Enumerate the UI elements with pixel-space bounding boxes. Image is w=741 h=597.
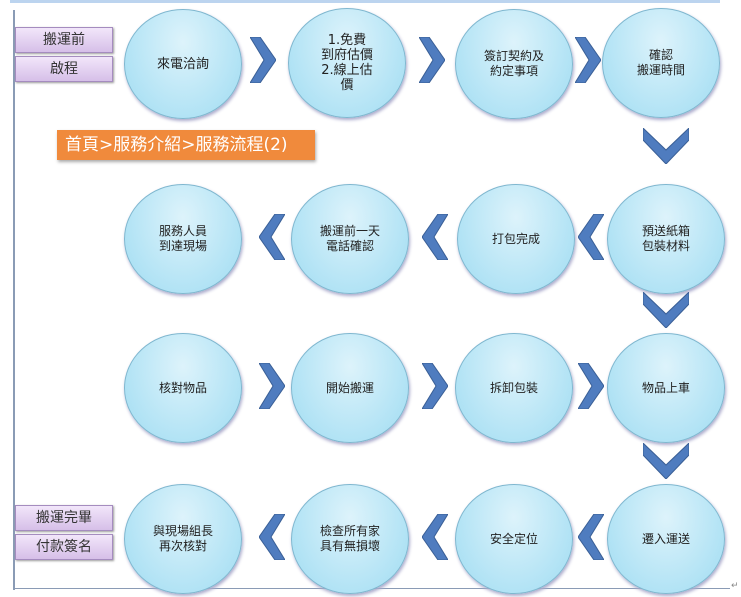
return-mark: ↵ bbox=[731, 581, 739, 591]
step-circle: 簽訂契約及 約定事項 bbox=[455, 9, 573, 119]
step-circle: 物品上車 bbox=[607, 333, 725, 443]
step-circle: 開始搬運 bbox=[291, 333, 409, 443]
step-circle: 預送紙箱 包裝材料 bbox=[607, 184, 725, 294]
chevron-right-icon bbox=[419, 37, 445, 83]
left-border bbox=[13, 10, 15, 590]
stage-label-payment: 付款簽名 bbox=[15, 534, 113, 560]
step-circle: 服務人員 到達現場 bbox=[124, 184, 242, 294]
chevron-right-icon bbox=[259, 363, 285, 409]
step-circle: 確認 搬運時間 bbox=[602, 8, 720, 118]
chevron-left-icon bbox=[578, 514, 604, 560]
chevron-left-icon bbox=[578, 214, 604, 260]
step-circle: 檢查所有家 具有無損壞 bbox=[291, 484, 409, 594]
chevron-down-icon bbox=[643, 443, 689, 479]
chevron-down-icon bbox=[643, 128, 689, 164]
step-circle: 與現場組長 再次核對 bbox=[124, 484, 242, 594]
chevron-right-icon bbox=[578, 363, 604, 409]
chevron-right-icon bbox=[250, 37, 276, 83]
step-circle: 來電洽詢 bbox=[124, 9, 242, 119]
step-circle: 核對物品 bbox=[124, 333, 242, 443]
step-circle: 搬運前一天 電話確認 bbox=[291, 184, 409, 294]
top-bar bbox=[10, 0, 720, 3]
step-circle: 安全定位 bbox=[455, 484, 573, 594]
breadcrumb[interactable]: 首頁>服務介紹>服務流程(2) bbox=[57, 130, 315, 160]
chevron-right-icon bbox=[422, 363, 448, 409]
chevron-down-icon bbox=[643, 292, 689, 328]
step-circle: 遷入運送 bbox=[607, 484, 725, 594]
chevron-left-icon bbox=[259, 514, 285, 560]
chevron-left-icon bbox=[259, 214, 285, 260]
step-circle: 打包完成 bbox=[457, 184, 575, 294]
stage-label-depart: 啟程 bbox=[15, 56, 113, 82]
chevron-left-icon bbox=[422, 514, 448, 560]
chevron-left-icon bbox=[422, 214, 448, 260]
step-circle: 拆卸包裝 bbox=[455, 333, 573, 443]
chevron-right-icon bbox=[575, 37, 601, 83]
stage-label-before: 搬運前 bbox=[15, 27, 113, 53]
stage-label-finished: 搬運完畢 bbox=[15, 505, 113, 531]
step-circle: 1.免費 到府估價 2.線上估 價 bbox=[288, 8, 406, 118]
